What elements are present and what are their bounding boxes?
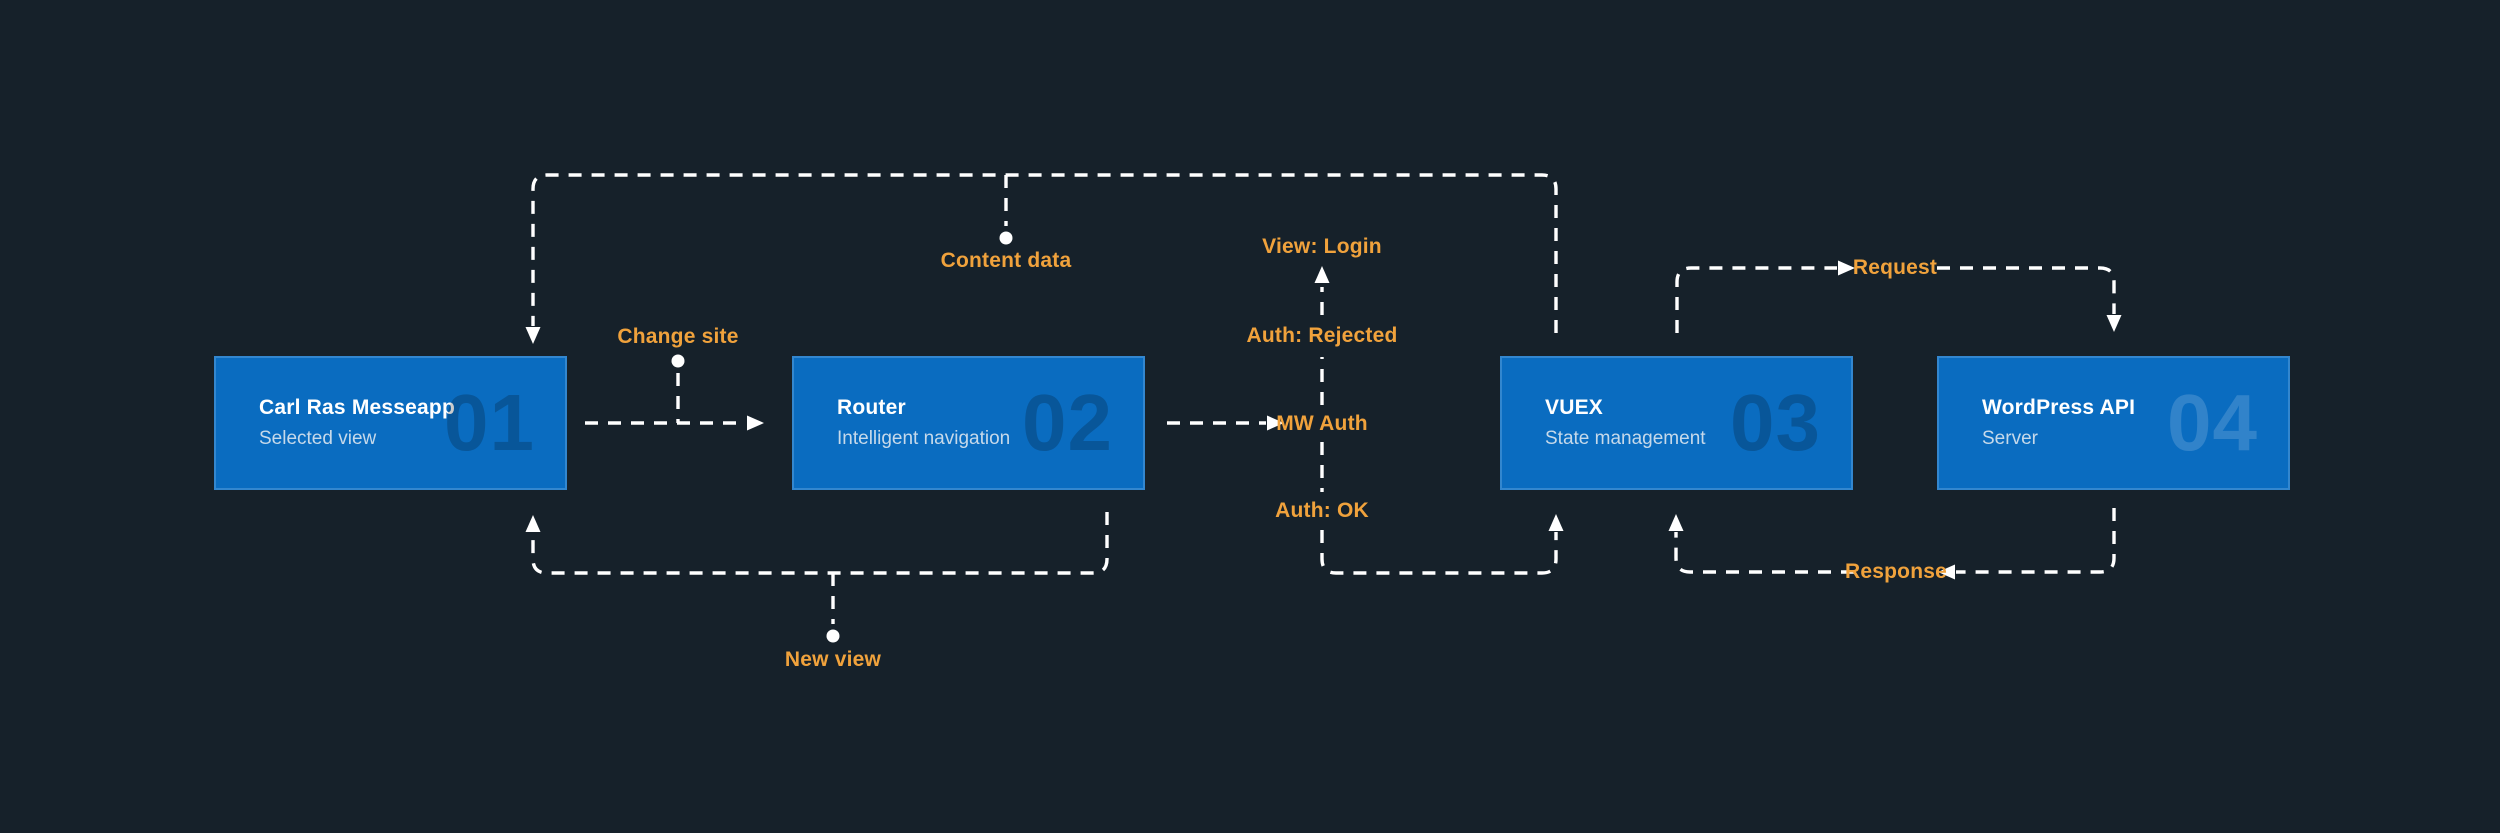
node-subtitle: Intelligent navigation bbox=[837, 428, 1011, 449]
node-number: 02 bbox=[1022, 378, 1113, 467]
change-site-dot-icon bbox=[671, 354, 685, 368]
arrow-up-into-vuex-left-icon bbox=[1548, 514, 1564, 531]
arrow-right-into-mwauth-icon bbox=[1267, 415, 1284, 431]
label-mw-auth: MW Auth bbox=[1276, 412, 1368, 435]
request-connector-right bbox=[1937, 266, 2116, 314]
arrow-left-into-response-icon bbox=[1938, 564, 1955, 580]
node-title: WordPress API bbox=[1982, 396, 2136, 419]
node-title: VUEX bbox=[1545, 396, 1603, 419]
auth-ok-connector bbox=[1320, 442, 1558, 575]
content-data-connector bbox=[531, 173, 1558, 333]
label-new-view: New view bbox=[784, 648, 882, 671]
request-connector-left bbox=[1675, 266, 1837, 333]
node-number: 04 bbox=[2167, 378, 2258, 467]
label-view-login: View: Login bbox=[1262, 235, 1382, 258]
node-router: Router Intelligent navigation 02 bbox=[792, 356, 1145, 490]
node-number: 03 bbox=[1730, 378, 1821, 467]
new-view-dot-icon bbox=[826, 629, 840, 643]
node-number: 01 bbox=[444, 378, 535, 467]
arrow-down-into-wordpress-icon bbox=[2106, 315, 2122, 332]
new-view-connector bbox=[531, 512, 1109, 575]
arrow-up-into-vuex-right-icon bbox=[1668, 514, 1684, 531]
arrow-up-into-view-login-icon bbox=[1314, 266, 1330, 283]
node-subtitle: Server bbox=[1982, 428, 2038, 449]
response-connector-right bbox=[1956, 508, 2116, 574]
label-content-data: Content data bbox=[940, 249, 1072, 272]
label-change-site: Change site bbox=[617, 325, 739, 348]
arrow-up-into-messeapp-icon bbox=[525, 515, 541, 532]
arrow-right-into-request-icon bbox=[1838, 260, 1855, 276]
node-wordpress-api: WordPress API Server 04 bbox=[1937, 356, 2290, 490]
label-request: Request bbox=[1852, 256, 1938, 279]
response-connector-left bbox=[1674, 532, 1854, 574]
node-messeapp: Carl Ras Messeapp Selected view 01 bbox=[214, 356, 567, 490]
arrow-down-into-messeapp-icon bbox=[525, 327, 541, 344]
node-title: Router bbox=[837, 396, 906, 419]
node-subtitle: Selected view bbox=[259, 428, 377, 449]
arrow-right-into-router-icon bbox=[747, 415, 764, 431]
content-data-dot-icon bbox=[999, 231, 1013, 245]
node-title: Carl Ras Messeapp bbox=[259, 396, 455, 419]
node-subtitle: State management bbox=[1545, 428, 1706, 449]
label-response: Response bbox=[1845, 560, 1947, 583]
node-vuex: VUEX State management 03 bbox=[1500, 356, 1853, 490]
label-auth-ok: Auth: OK bbox=[1275, 499, 1369, 522]
label-auth-rejected: Auth: Rejected bbox=[1246, 324, 1398, 347]
